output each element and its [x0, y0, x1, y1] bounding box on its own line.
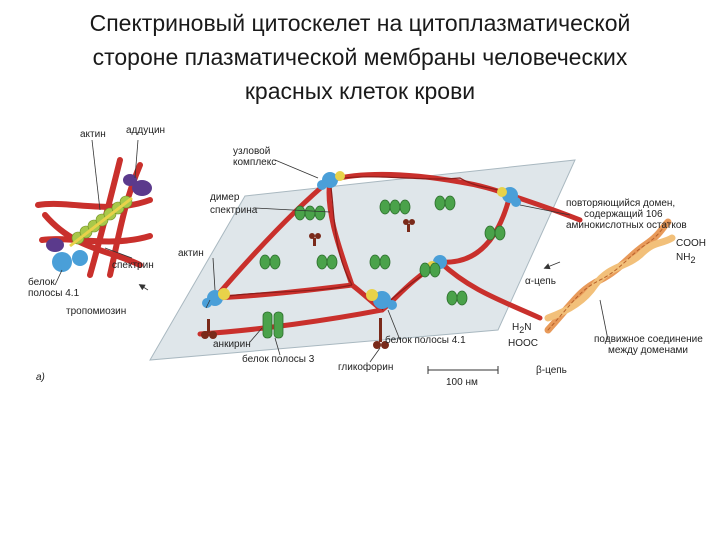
- label-h2n-h: H: [512, 322, 519, 333]
- band3-proteins: [259, 195, 506, 339]
- band3-protein: [369, 254, 391, 270]
- adducin-protein: [46, 174, 152, 252]
- band3-protein: [316, 254, 338, 270]
- label-cooh: COOH: [676, 238, 706, 249]
- label-repeat-1: повторяющийся домен,: [566, 198, 675, 209]
- band3-protein: [259, 254, 281, 270]
- label-hooc: HOOC: [508, 338, 538, 349]
- label-alpha-chain: α-цепь: [525, 276, 556, 287]
- actin-junction-inset: [35, 157, 153, 278]
- title-line-3: красных клеток крови: [244, 78, 476, 104]
- tropomyosin-strand: [69, 196, 133, 248]
- label-scale: 100 нм: [446, 377, 478, 388]
- glycophorins: [201, 219, 415, 349]
- label-glycophorin: гликофорин: [338, 361, 393, 373]
- title-line-1: Спектриновый цитоскелет на цитоплазматич…: [89, 10, 631, 36]
- label-nh2: NH2: [676, 252, 695, 265]
- title-line-2: стороне плазматической мембраны человече…: [92, 44, 628, 70]
- glycophorin: [403, 219, 415, 232]
- label-repeat-2: содержащий 106: [584, 209, 663, 220]
- label-flex-2: между доменами: [608, 345, 688, 356]
- glycophorin: [309, 233, 321, 246]
- glycophorin: [373, 318, 389, 349]
- band3-protein: [434, 195, 456, 211]
- label-flex-1: подвижное соединение: [594, 334, 703, 345]
- glycophorin: [201, 319, 217, 339]
- band41-protein: [52, 250, 88, 272]
- label-dimer-2: спектрина: [210, 205, 258, 216]
- spectrin-chains-inset: [544, 218, 676, 334]
- band3-protein: [262, 311, 284, 339]
- label-beta-chain: β-цепь: [536, 365, 567, 376]
- label-band3: белок полосы 3: [242, 353, 315, 365]
- label-actin-mid: актин: [178, 248, 204, 259]
- label-actin-top: актин: [80, 129, 106, 140]
- label-h2n-sub: 2: [519, 325, 524, 335]
- label-band41-left-2: полосы 4.1: [28, 288, 80, 299]
- label-panel: а): [36, 372, 45, 383]
- label-junction-1: узловой: [233, 146, 270, 157]
- label-band41-left-1: белок: [28, 276, 55, 288]
- label-adducin: аддуцин: [126, 125, 165, 136]
- junction-complex: [317, 171, 345, 190]
- diagram-labels: актин аддуцин узловой комплекс димер спе…: [28, 125, 706, 388]
- label-dimer-1: димер: [210, 192, 240, 203]
- label-band41-bottom: белок полосы 4.1: [385, 334, 466, 346]
- pointer-lines: [54, 139, 609, 363]
- label-h2n-n: N: [524, 322, 531, 333]
- band3-protein: [484, 225, 506, 241]
- beta-chain: [544, 234, 676, 322]
- slide-title: Спектриновый цитоскелет на цитоплазматич…: [0, 6, 720, 108]
- band3-protein: [419, 262, 441, 278]
- label-junction-2: комплекс: [233, 157, 276, 168]
- band3-protein: [294, 205, 326, 221]
- band3-protein: [379, 199, 411, 215]
- junction-complex: [366, 289, 397, 310]
- scale-bar: [427, 366, 499, 374]
- label-tropomyosin: тропомиозин: [66, 306, 126, 317]
- band3-protein: [446, 290, 468, 306]
- junction-complex: [497, 187, 521, 207]
- label-nh2-sub: 2: [690, 255, 695, 265]
- membrane-plane: [149, 159, 576, 361]
- label-spectrin: спектрин: [112, 260, 154, 271]
- label-h2n: H2N: [512, 322, 531, 335]
- label-nh2-main: NH: [676, 252, 690, 263]
- label-ankyrin: анкирин: [213, 339, 251, 350]
- label-repeat-3: аминокислотных остатков: [566, 220, 687, 231]
